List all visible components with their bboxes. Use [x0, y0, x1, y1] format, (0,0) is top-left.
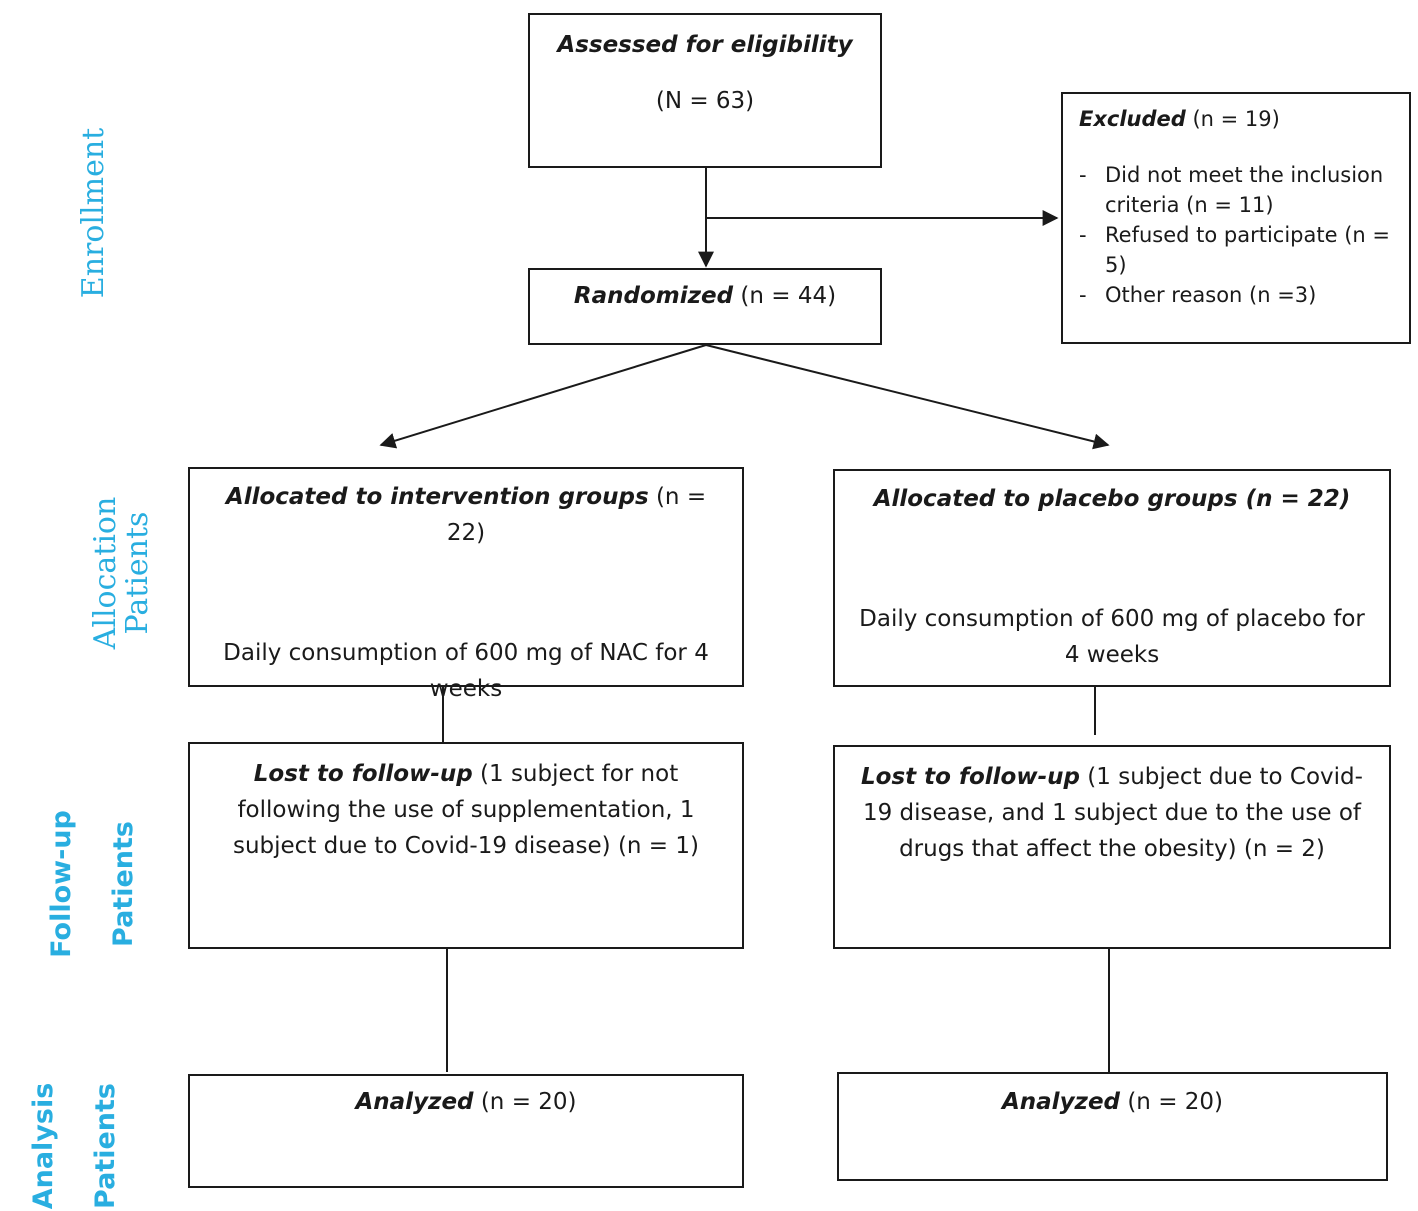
bullet: -	[1079, 223, 1087, 247]
excluded-heading: Excluded (n = 19)	[1079, 104, 1280, 134]
placebo-analyzed-box: Analyzed (n = 20)	[837, 1072, 1388, 1181]
excluded-reason: -Other reason (n =3)	[1079, 280, 1399, 310]
placebo-lost-box: Lost to follow-up (1 subject due to Covi…	[833, 745, 1391, 949]
intervention-count: (n = 22)	[446, 484, 707, 546]
stage-label-allocation-line1: Allocation	[88, 496, 123, 650]
excluded-reason: -Refused to participate (n = 5)	[1079, 220, 1399, 280]
arrow-to-placebo	[705, 344, 1110, 450]
intervention-analyzed-text: Analyzed (n = 20)	[190, 1084, 742, 1120]
stage-label-allocation-line2: Patients	[120, 511, 155, 635]
placebo-analyzed-count: (n = 20)	[1120, 1089, 1224, 1115]
excluded-box: Excluded (n = 19) -Did not meet the incl…	[1061, 92, 1411, 344]
arrow-to-intervention	[379, 344, 707, 449]
placebo-analyzed-title: Analyzed	[1001, 1089, 1121, 1115]
stage-label-followup: Follow-up	[46, 810, 77, 958]
assessed-box: Assessed for eligibility (N = 63)	[528, 13, 882, 168]
intervention-lost-text: Lost to follow-up (1 subject for not fol…	[206, 756, 726, 864]
excluded-reason-text: Refused to participate (n = 5)	[1105, 223, 1390, 277]
excluded-title: Excluded	[1079, 107, 1186, 131]
stage-label-followup-patients: Patients	[108, 821, 139, 947]
bullet: -	[1079, 283, 1087, 307]
excluded-reason-text: Other reason (n =3)	[1105, 283, 1317, 307]
excluded-count: (n = 19)	[1185, 107, 1280, 131]
intervention-allocation-box: Allocated to intervention groups (n = 22…	[188, 467, 744, 702]
randomized-count: (n = 44)	[733, 283, 837, 309]
intervention-description: Daily consumption of 600 mg of NAC for 4…	[223, 640, 709, 702]
assessed-count: (N = 63)	[655, 88, 755, 114]
placebo-title: Allocated to placebo groups (n = 22)	[873, 486, 1351, 512]
intervention-analyzed-title: Analyzed	[355, 1089, 474, 1115]
excluded-reason: -Did not meet the inclusion criteria (n …	[1079, 160, 1399, 220]
randomized-text: Randomized (n = 44)	[530, 278, 880, 314]
assessed-title: Assessed for eligibility	[557, 32, 853, 58]
randomized-box: Randomized (n = 44)	[528, 268, 882, 345]
excluded-reasons: -Did not meet the inclusion criteria (n …	[1079, 160, 1399, 310]
excluded-reason-text: Did not meet the inclusion criteria (n =…	[1105, 163, 1384, 217]
placebo-lost-title: Lost to follow-up	[861, 764, 1080, 790]
stage-label-analysis-patients: Patients	[90, 1083, 121, 1209]
intervention-analyzed-box: Analyzed (n = 20)	[188, 1074, 744, 1188]
intervention-lost-box: Lost to follow-up (1 subject for not fol…	[188, 742, 744, 949]
placebo-lost-detail: (1 subject due to Covid-19 disease, and …	[862, 764, 1363, 862]
intervention-title: Allocated to intervention groups	[225, 484, 649, 510]
bullet: -	[1079, 163, 1087, 187]
placebo-description: Daily consumption of 600 mg of placebo f…	[859, 606, 1365, 668]
stage-label-analysis: Analysis	[28, 1082, 59, 1210]
intervention-lost-title: Lost to follow-up	[253, 761, 473, 787]
placebo-analyzed-text: Analyzed (n = 20)	[839, 1084, 1386, 1120]
intervention-heading: Allocated to intervention groups (n = 22…	[204, 479, 728, 551]
intervention-lost-detail: (1 subject for not following the use of …	[232, 761, 699, 859]
randomized-title: Randomized	[573, 283, 734, 309]
stage-label-enrollment: Enrollment	[76, 127, 111, 299]
stage-label-allocation: Allocation Patients	[88, 496, 155, 650]
placebo-allocation-box: Allocated to placebo groups (n = 22) Dai…	[833, 469, 1391, 687]
placebo-lost-text: Lost to follow-up (1 subject due to Covi…	[851, 759, 1373, 867]
intervention-analyzed-count: (n = 20)	[473, 1089, 577, 1115]
